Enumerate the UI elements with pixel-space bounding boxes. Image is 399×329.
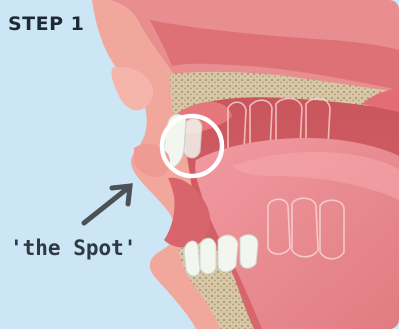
lower-incisor — [184, 241, 200, 276]
upper-tooth-2 — [184, 119, 202, 158]
lower-tooth-3 — [218, 235, 238, 272]
lower-tooth-2 — [200, 238, 216, 274]
spot-annotation-label: 'the Spot' — [10, 236, 136, 260]
arrow-up-right-icon — [84, 186, 130, 223]
step-title: STEP 1 — [8, 13, 84, 35]
lower-tooth-4 — [240, 235, 258, 269]
